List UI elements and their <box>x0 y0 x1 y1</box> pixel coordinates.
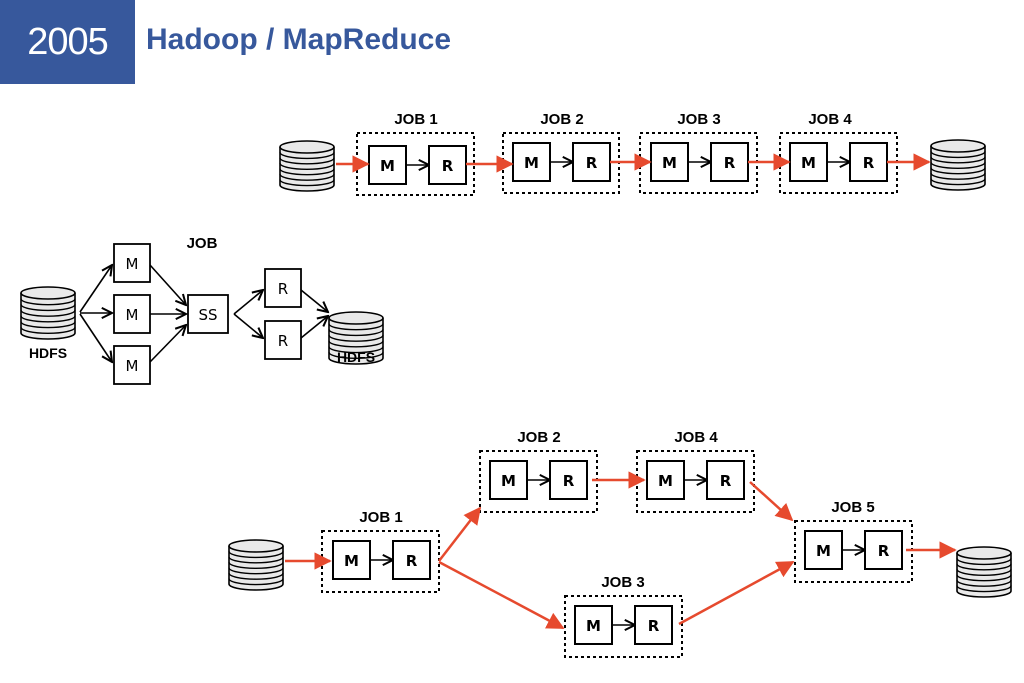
job-chain-diagram: JOB 1 M R JOB 2 M R JOB 3 M R <box>279 111 986 196</box>
map-box-label: M <box>344 552 359 570</box>
map-box <box>489 460 528 500</box>
map-box <box>113 243 151 283</box>
dag-output-storage-icon <box>956 546 1012 598</box>
job-label: JOB 4 <box>674 429 718 446</box>
map-box-label: M <box>801 154 816 172</box>
reduce-box <box>634 605 673 645</box>
shuffle-box <box>187 294 229 334</box>
hdfs-output-label: HDFS <box>337 349 375 365</box>
map-box <box>113 345 151 385</box>
reduce-box <box>572 142 611 182</box>
chain-job-4: JOB 4 M R <box>779 111 898 194</box>
map-box-label: M <box>524 154 539 172</box>
flow-arrow <box>233 290 263 315</box>
reduce-box <box>392 540 431 580</box>
chain-job-2: JOB 2 M R <box>502 111 620 194</box>
flow-arrow <box>149 264 186 305</box>
reduce-box-label: R <box>586 154 598 172</box>
reduce-box <box>864 530 903 570</box>
shuffle-box-label: SS <box>198 306 217 324</box>
flow-arrow <box>79 313 112 362</box>
map-box-label: M <box>380 157 395 175</box>
reduce-box-label: R <box>278 332 288 350</box>
reduce-box-label: R <box>863 154 875 172</box>
map-box-label: M <box>816 542 831 560</box>
map-box-label: M <box>586 617 601 635</box>
reduce-box <box>264 268 302 308</box>
dag-input-storage-icon <box>228 539 284 591</box>
single-job-title: JOB <box>187 235 218 252</box>
chain-job-1: JOB 1 M R <box>356 111 475 196</box>
map-box <box>646 460 685 500</box>
dag-job-1: JOB 1 M R <box>321 509 440 593</box>
flow-arrow <box>233 313 263 338</box>
dag-job-2: JOB 2 M R <box>479 429 598 513</box>
job-boundary <box>564 595 683 658</box>
reduce-box-label: R <box>442 157 454 175</box>
dag-job-4: JOB 4 M R <box>636 429 755 513</box>
chain-job-3: JOB 3 M R <box>639 111 758 194</box>
map-box-label: M <box>501 472 516 490</box>
job-label: JOB 3 <box>677 111 720 128</box>
job-label: JOB 1 <box>394 111 437 128</box>
map-box <box>332 540 371 580</box>
job-label: JOB 2 <box>517 429 560 446</box>
reduce-box <box>264 320 302 360</box>
flow-arrow <box>300 316 328 339</box>
reduce-box-label: R <box>406 552 418 570</box>
flow-arrow <box>438 560 565 630</box>
slide-title: Hadoop / MapReduce <box>146 23 452 56</box>
job-label: JOB 4 <box>808 111 852 128</box>
flow-arrow <box>438 506 482 562</box>
job-dag-diagram: JOB 1 M R JOB 2 M R JOB 4 M R <box>228 429 1012 658</box>
reduce-box-label: R <box>563 472 575 490</box>
job-label: JOB 5 <box>831 499 874 516</box>
year-label: 2005 <box>27 20 109 63</box>
chain-output-storage-icon <box>930 139 986 191</box>
job-label: JOB 1 <box>359 509 402 526</box>
map-box-label: M <box>126 306 139 324</box>
reduce-box <box>849 142 888 182</box>
reduce-box <box>706 460 745 500</box>
hdfs-input-label: HDFS <box>29 345 67 361</box>
job-boundary <box>794 520 913 583</box>
reduce-box-label: R <box>878 542 890 560</box>
hdfs-output-storage-icon <box>328 311 384 365</box>
year-badge: 2005 <box>0 0 135 84</box>
reduce-box-label: R <box>720 472 732 490</box>
dag-job-5: JOB 5 M R <box>794 499 913 583</box>
reduce-box <box>549 460 588 500</box>
flow-arrow <box>749 481 794 522</box>
job-boundary <box>479 450 598 513</box>
flow-arrow <box>300 289 328 312</box>
job-label: JOB 2 <box>540 111 583 128</box>
dag-job-3: JOB 3 M R <box>564 574 683 658</box>
flow-arrow <box>678 560 795 626</box>
job-label: JOB 3 <box>601 574 644 591</box>
single-job-diagram: JOB HDFS M M M SS R R HDFS <box>20 235 384 385</box>
hdfs-input-storage-icon <box>20 286 76 340</box>
flow-arrow <box>79 265 112 313</box>
flow-arrow <box>149 325 186 363</box>
map-box-label: M <box>126 255 139 273</box>
reduce-box-label: R <box>724 154 736 172</box>
map-box-label: M <box>658 472 673 490</box>
map-box <box>574 605 613 645</box>
map-box <box>113 294 151 334</box>
reduce-box-label: R <box>648 617 660 635</box>
reduce-box-label: R <box>278 280 288 298</box>
chain-input-storage-icon <box>279 140 335 192</box>
map-box-label: M <box>662 154 677 172</box>
map-box-label: M <box>126 357 139 375</box>
